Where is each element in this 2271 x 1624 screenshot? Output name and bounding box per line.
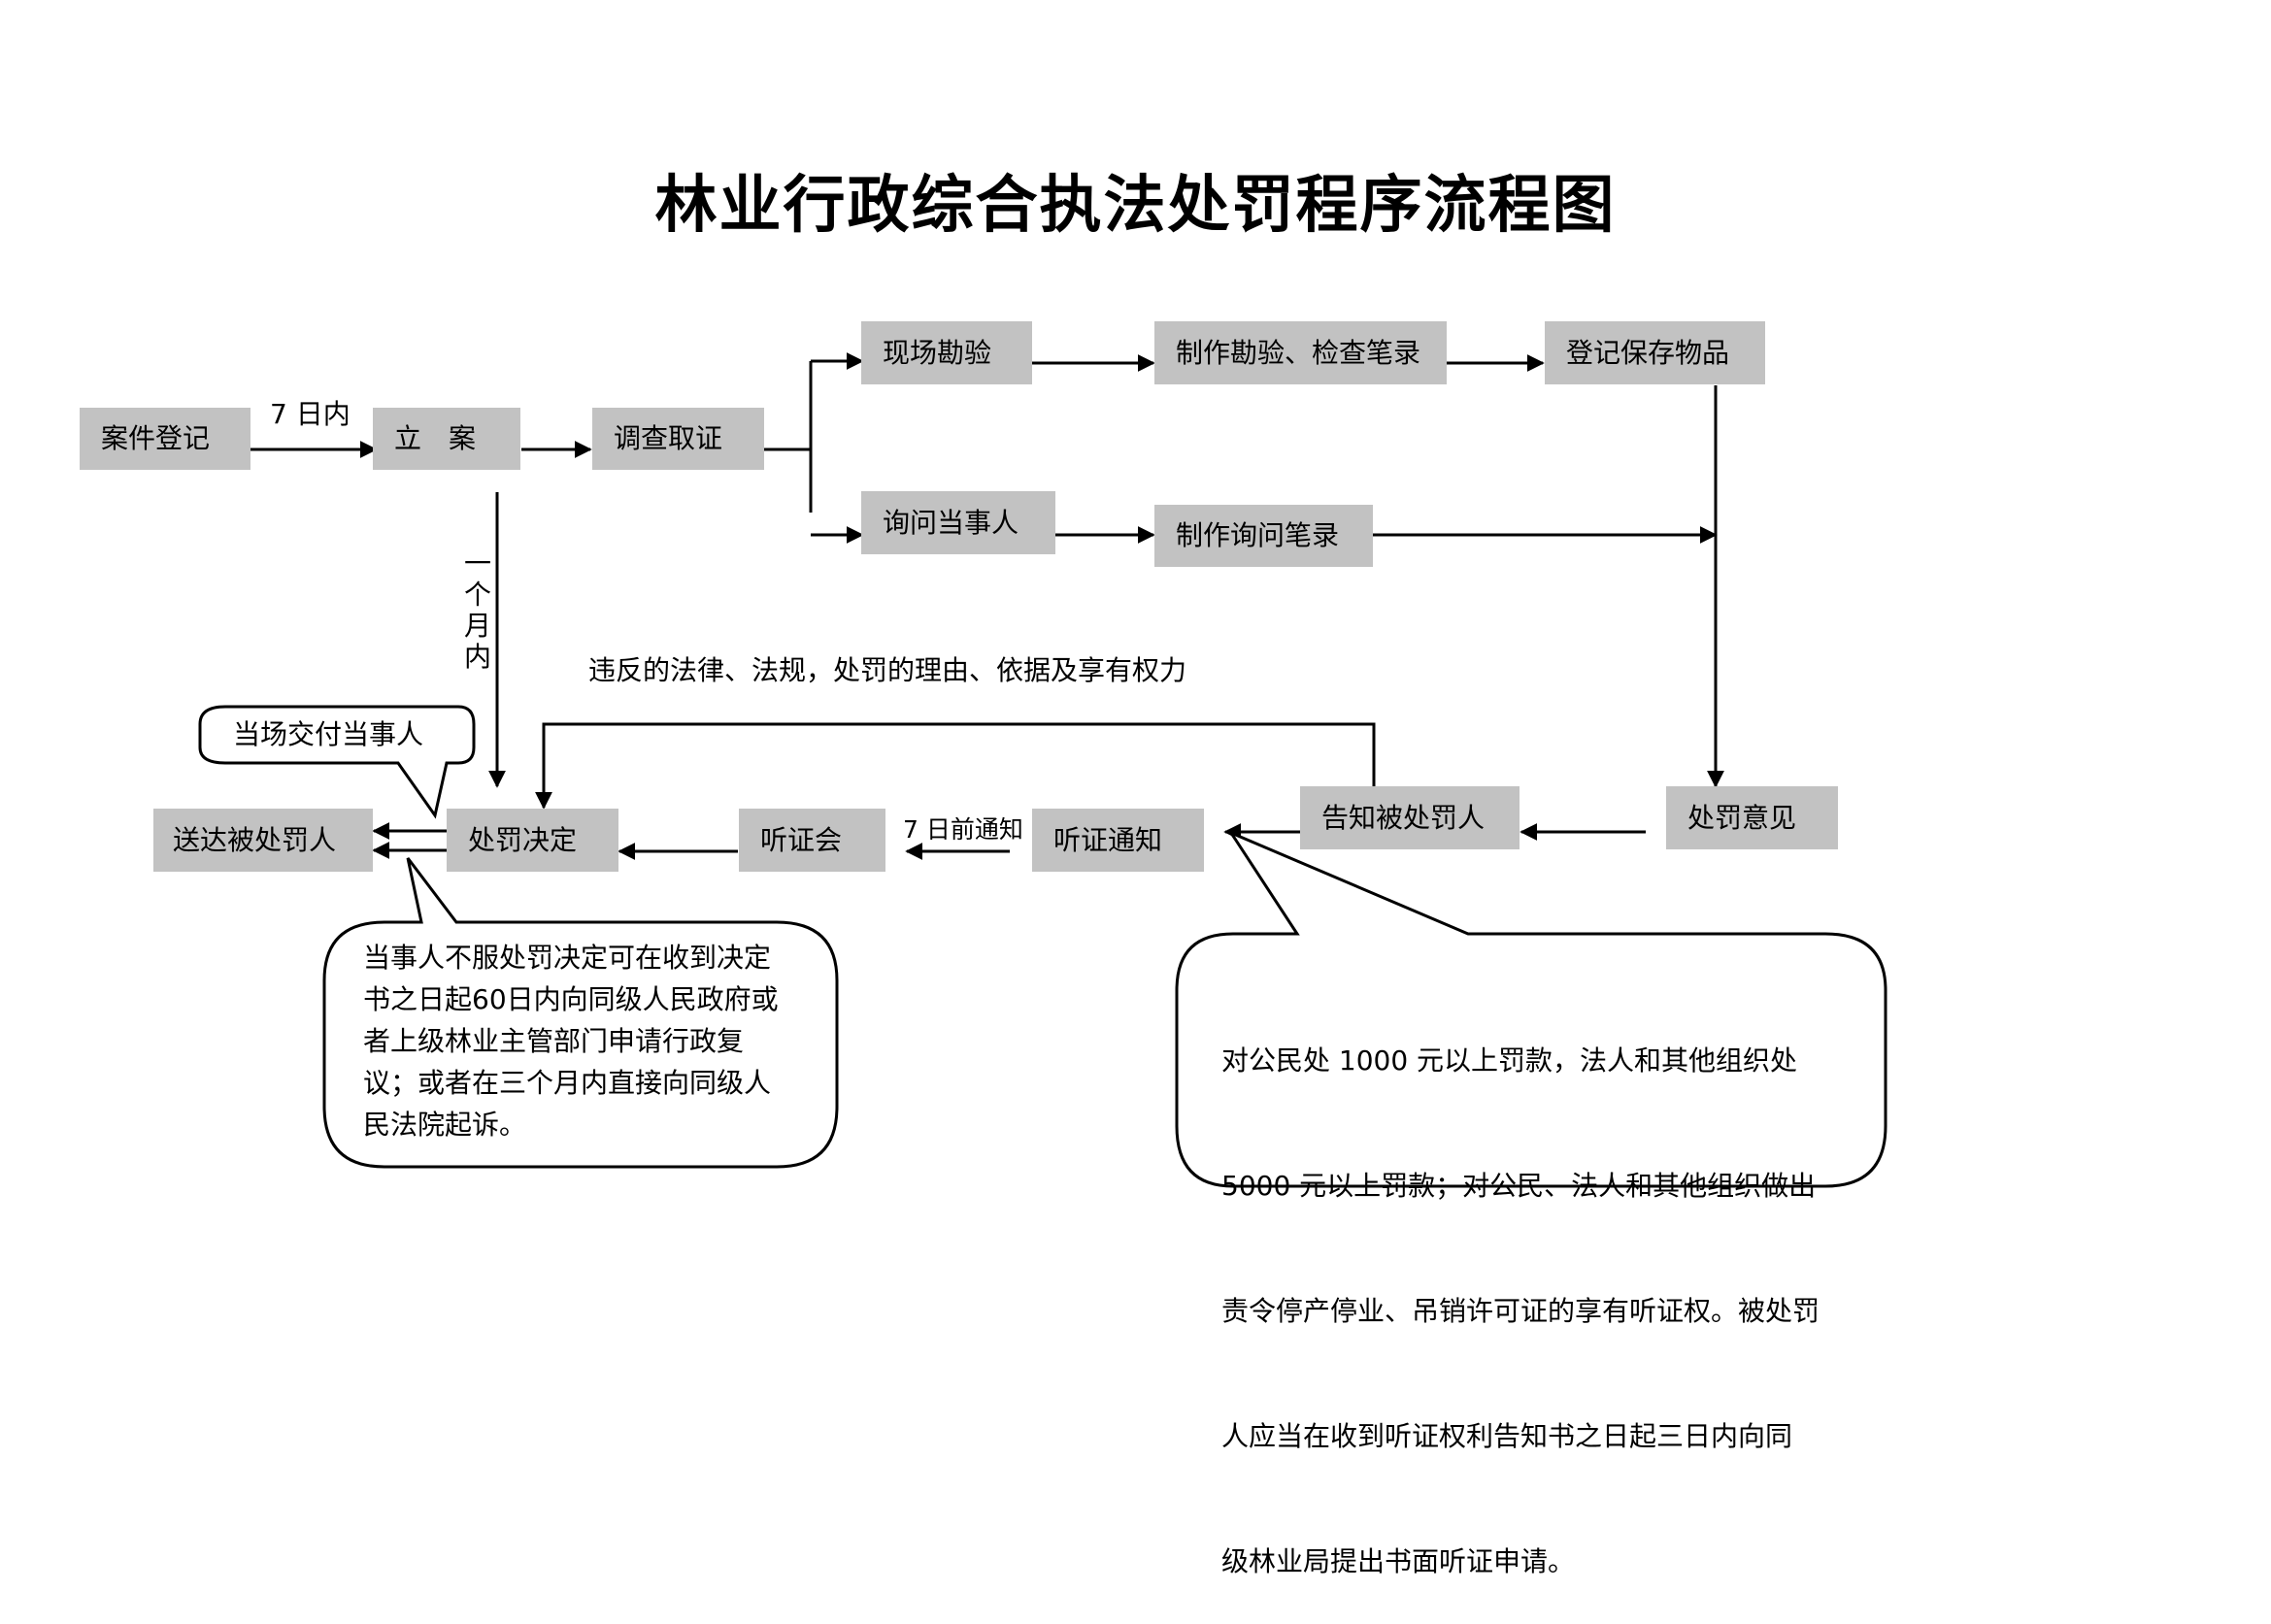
label-notify-content: 违反的法律、法规，处罚的理由、依据及享有权力	[588, 654, 1187, 686]
node-notify-penalized: 告知被处罚人	[1300, 786, 1520, 849]
callout-appeal	[322, 857, 839, 1169]
node-investigate: 调查取证	[592, 408, 764, 470]
node-inquire-party: 询问当事人	[861, 491, 1055, 554]
callout-appeal-text: 当事人不服处罚决定可在收到决定 书之日起60日内向同级人民政府或 者上级林业主管…	[363, 942, 779, 1141]
node-case-register: 案件登记	[80, 408, 250, 470]
node-make-inquiry-record: 制作询问笔录	[1154, 505, 1373, 567]
callout-hearing-right	[1175, 829, 1887, 1188]
node-penalty-decision: 处罚决定	[447, 809, 618, 872]
callout-deliver-on-site	[198, 705, 476, 819]
node-penalty-opinion: 处罚意见	[1666, 786, 1838, 849]
arrow-notify-to-decision	[535, 722, 1376, 810]
label-notice-7-days: 7 日前通知	[903, 815, 1023, 844]
callout-hearing-right-text: 对公民处 1000 元以上罚款，法人和其他组织处 5000 元以上罚款；对公民、…	[1221, 1044, 1820, 1577]
page-title: 林业行政综合执法处罚程序流程图	[654, 170, 1617, 242]
label-within-one-month: 一 个 月 内	[463, 547, 491, 673]
node-site-inspection: 现场勘验	[861, 321, 1032, 384]
node-hearing: 听证会	[739, 809, 885, 872]
node-file-case: 立 案	[373, 408, 520, 470]
node-deliver-penalized: 送达被处罚人	[153, 809, 373, 872]
node-make-inspection-record: 制作勘验、检查笔录	[1154, 321, 1447, 384]
node-hearing-notice: 听证通知	[1032, 809, 1204, 872]
label-within-7-days: 7 日内	[270, 398, 351, 430]
callout-deliver-on-site-text: 当场交付当事人	[233, 718, 424, 750]
node-register-items: 登记保存物品	[1545, 321, 1765, 384]
